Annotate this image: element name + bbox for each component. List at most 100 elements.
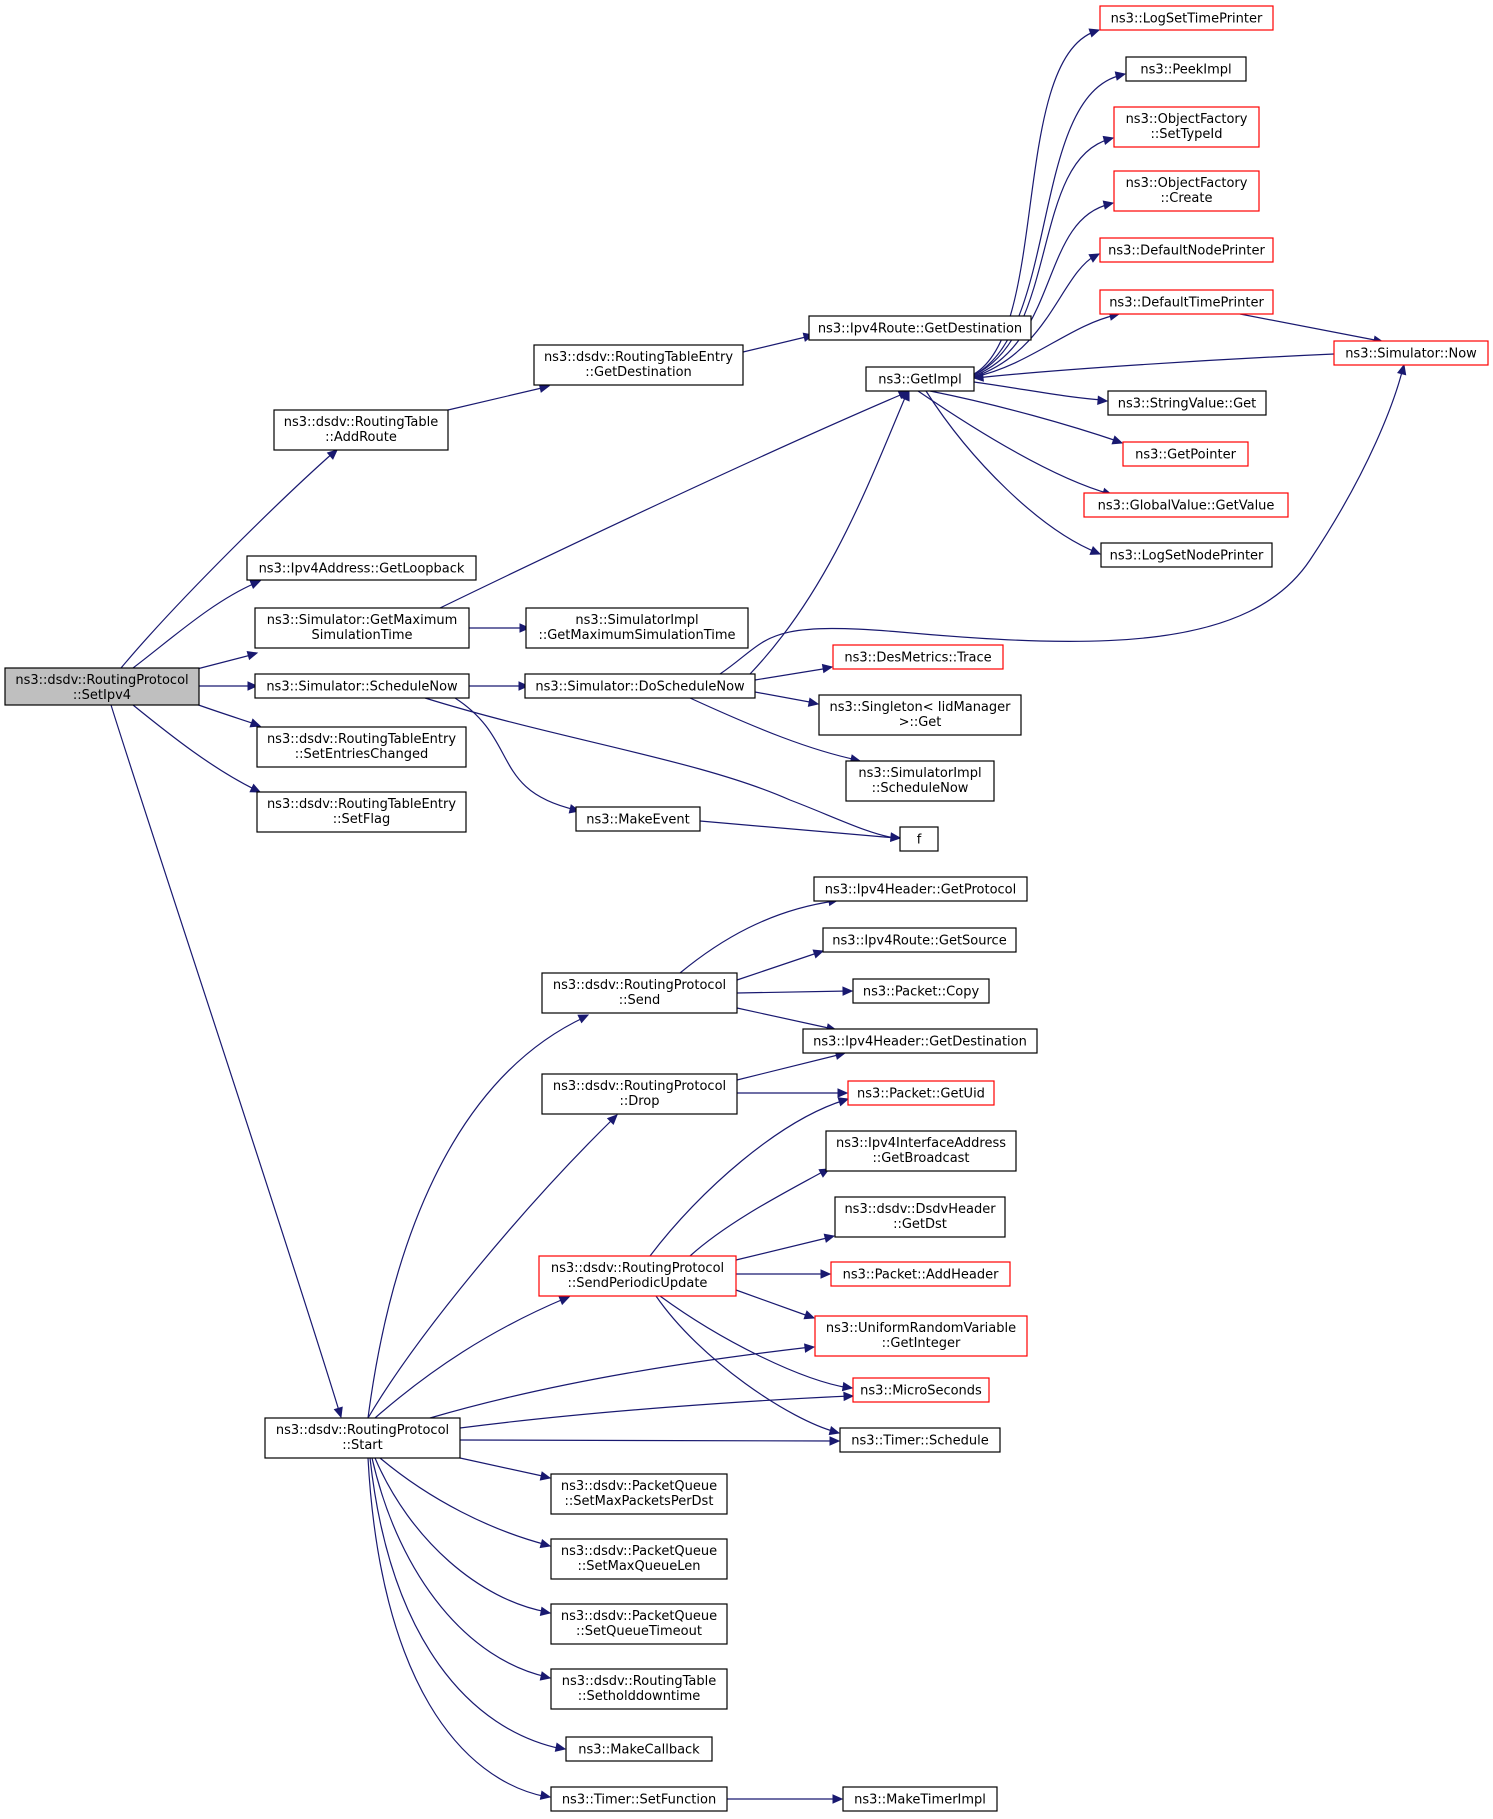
node-pq_setqueuetimeout[interactable]: ns3::dsdv::PacketQueue::SetQueueTimeout: [550, 1603, 728, 1645]
edge-line: [424, 697, 897, 839]
node-label-line: ns3::dsdv::PacketQueue: [561, 1479, 717, 1494]
node-rp_start[interactable]: ns3::dsdv::RoutingProtocol::Start: [264, 1417, 461, 1459]
node-logsettimeprinter[interactable]: ns3::LogSetTimePrinter: [1099, 5, 1274, 31]
node-f[interactable]: f: [899, 826, 939, 852]
node-label-line: SimulationTime: [311, 628, 412, 643]
node-ipv4route_getdest[interactable]: ns3::Ipv4Route::GetDestination: [808, 315, 1032, 341]
node-desmetrics_trace[interactable]: ns3::DesMetrics::Trace: [832, 644, 1004, 670]
node-label-line: ns3::dsdv::RoutingTable: [284, 415, 439, 430]
edge-line: [374, 1297, 567, 1419]
node-label-line: ns3::MakeTimerImpl: [854, 1793, 986, 1808]
node-of_settypeid[interactable]: ns3::ObjectFactory::SetTypeId: [1113, 106, 1260, 148]
node-getpointer[interactable]: ns3::GetPointer: [1122, 441, 1249, 467]
node-defaulttimeprinter[interactable]: ns3::DefaultTimePrinter: [1099, 289, 1274, 315]
node-label-line: ns3::dsdv::RoutingProtocol: [551, 1261, 724, 1276]
node-label-line: ::SetMaxQueueLen: [578, 1559, 701, 1574]
node-rp_send[interactable]: ns3::dsdv::RoutingProtocol::Send: [541, 972, 738, 1014]
edge-sim_now-to-getimpl: [972, 353, 1335, 382]
edge-rt_addroute-to-rte_getdest: [447, 383, 551, 411]
edge-line: [736, 951, 821, 981]
node-of_create[interactable]: ns3::ObjectFactory::Create: [1113, 170, 1260, 212]
node-packet_addheader[interactable]: ns3::Packet::AddHeader: [830, 1261, 1011, 1287]
node-logsetnodeprinter[interactable]: ns3::LogSetNodePrinter: [1100, 542, 1273, 568]
node-box: [575, 806, 701, 832]
edge-sim_getmaxsimtime-to-getimpl: [439, 390, 910, 609]
node-packet_getuid[interactable]: ns3::Packet::GetUid: [847, 1080, 995, 1106]
node-rte_getdest[interactable]: ns3::dsdv::RoutingTableEntry::GetDestina…: [533, 344, 744, 386]
node-box: [1099, 289, 1274, 315]
edge-getimpl-to-stringvalue_get: [973, 381, 1109, 405]
node-peekimpl[interactable]: ns3::PeekImpl: [1125, 56, 1247, 82]
node-makeevent[interactable]: ns3::MakeEvent: [575, 806, 701, 832]
node-stringvalue_get[interactable]: ns3::StringValue::Get: [1107, 390, 1267, 416]
node-timer_schedule[interactable]: ns3::Timer::Schedule: [839, 1427, 1001, 1453]
node-ipv4ifaddr_getbroadcast[interactable]: ns3::Ipv4InterfaceAddress::GetBroadcast: [825, 1130, 1017, 1172]
edge-line: [736, 1053, 843, 1081]
node-label-line: ns3::Ipv4Route::GetDestination: [818, 322, 1022, 337]
edge-rp_sendperiodicupdate-to-urv_getinteger: [735, 1289, 816, 1320]
node-gv_getvalue[interactable]: ns3::GlobalValue::GetValue: [1083, 492, 1289, 518]
node-simimpl_schedulenow[interactable]: ns3::SimulatorImpl::ScheduleNow: [845, 760, 995, 802]
node-makecallback[interactable]: ns3::MakeCallback: [565, 1736, 713, 1762]
arrowhead-icon: [247, 681, 259, 691]
node-pq_setmaxpacketsperdst[interactable]: ns3::dsdv::PacketQueue::SetMaxPacketsPer…: [550, 1473, 728, 1515]
node-singleton_get[interactable]: ns3::Singleton< IidManager>::Get: [818, 694, 1022, 736]
node-microseconds[interactable]: ns3::MicroSeconds: [852, 1377, 990, 1403]
node-rt_addroute[interactable]: ns3::dsdv::RoutingTable::AddRoute: [273, 409, 449, 451]
node-ipv4hdr_getprotocol[interactable]: ns3::Ipv4Header::GetProtocol: [813, 876, 1028, 902]
arrowhead-icon: [1088, 28, 1101, 38]
node-label-line: ::GetBroadcast: [872, 1151, 969, 1166]
node-sim_now[interactable]: ns3::Simulator::Now: [1333, 340, 1489, 366]
edge-rp_start-to-rp_send: [367, 1014, 590, 1419]
node-timer_setfunction[interactable]: ns3::Timer::SetFunction: [550, 1786, 728, 1812]
arrowhead-icon: [539, 1538, 552, 1549]
edge-sim_doschedulenow-to-desmetrics_trace: [754, 663, 834, 681]
node-rte_setflag[interactable]: ns3::dsdv::RoutingTableEntry::SetFlag: [256, 791, 467, 833]
node-packet_copy[interactable]: ns3::Packet::Copy: [852, 978, 990, 1004]
node-ipv4hdr_getdest[interactable]: ns3::Ipv4Header::GetDestination: [802, 1028, 1038, 1054]
edge-rp_start-to-microseconds: [459, 1391, 855, 1429]
node-ipv4route_getsource[interactable]: ns3::Ipv4Route::GetSource: [822, 927, 1017, 953]
arrowhead-icon: [518, 681, 530, 691]
edge-setipv4-to-sim_schedulenow: [199, 681, 259, 691]
node-simimpl_getmaxsimtime[interactable]: ns3::SimulatorImpl::GetMaximumSimulation…: [525, 607, 749, 649]
node-rt_setholddowntime[interactable]: ns3::dsdv::RoutingTable::Setholddowntime: [550, 1668, 728, 1710]
node-box: [865, 366, 975, 392]
edge-line: [367, 1457, 548, 1798]
node-box: [847, 1080, 995, 1106]
node-label-line: ns3::Simulator::GetMaximum: [267, 613, 458, 628]
node-box: [550, 1473, 728, 1515]
node-label-line: ns3::DesMetrics::Trace: [844, 651, 991, 666]
node-ipv4addr_getloopback[interactable]: ns3::Ipv4Address::GetLoopback: [246, 555, 477, 581]
node-box: [550, 1538, 728, 1580]
node-sim_schedulenow[interactable]: ns3::Simulator::ScheduleNow: [254, 673, 470, 699]
arrowhead-icon: [1097, 395, 1109, 405]
arrowhead-icon: [249, 718, 262, 728]
node-pq_setmaxqueuelen[interactable]: ns3::dsdv::PacketQueue::SetMaxQueueLen: [550, 1538, 728, 1580]
node-box: [1099, 237, 1274, 263]
arrowhead-icon: [1089, 546, 1102, 555]
arrowhead-icon: [832, 1794, 844, 1804]
node-setipv4: ns3::dsdv::RoutingProtocol::SetIpv4: [4, 667, 200, 706]
node-label-line: ns3::LogSetTimePrinter: [1111, 12, 1263, 27]
node-defaultnodeprinter[interactable]: ns3::DefaultNodePrinter: [1099, 237, 1274, 263]
node-label-line: ns3::ObjectFactory: [1126, 112, 1248, 127]
node-getimpl[interactable]: ns3::GetImpl: [865, 366, 975, 392]
node-box: [839, 1427, 1001, 1453]
arrowhead-icon: [1102, 135, 1115, 146]
node-rte_setentrieschanged[interactable]: ns3::dsdv::RoutingTableEntry::SetEntries…: [256, 726, 467, 768]
node-dsdvhdr_getdst[interactable]: ns3::dsdv::DsdvHeader::GetDst: [834, 1196, 1006, 1238]
node-maketimerimpl[interactable]: ns3::MakeTimerImpl: [842, 1786, 998, 1812]
arrowhead-icon: [519, 623, 531, 633]
node-rp_drop[interactable]: ns3::dsdv::RoutingProtocol::Drop: [541, 1073, 738, 1115]
node-urv_getinteger[interactable]: ns3::UniformRandomVariable::GetInteger: [814, 1315, 1028, 1357]
node-box: [4, 667, 200, 706]
node-sim_getmaxsimtime[interactable]: ns3::Simulator::GetMaximumSimulationTime: [254, 607, 470, 649]
arrowhead-icon: [837, 1088, 849, 1098]
node-sim_doschedulenow[interactable]: ns3::Simulator::DoScheduleNow: [524, 673, 756, 699]
node-box: [845, 760, 995, 802]
arrowhead-icon: [841, 1381, 854, 1392]
node-label-line: ::AddRoute: [325, 430, 397, 445]
node-rp_sendperiodicupdate[interactable]: ns3::dsdv::RoutingProtocol::SendPeriodic…: [538, 1255, 737, 1297]
edge-rp_start-to-pq_setmaxqueuelen: [379, 1457, 552, 1549]
